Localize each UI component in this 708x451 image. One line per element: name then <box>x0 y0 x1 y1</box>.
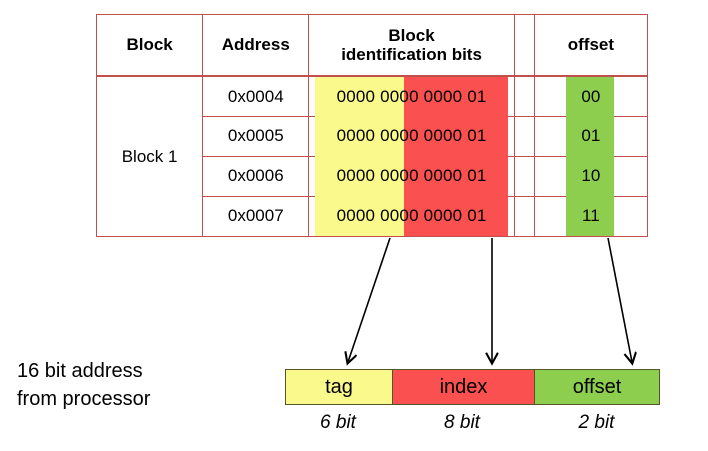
field-segment-tag: tag <box>286 370 392 404</box>
column-header-block: Block <box>95 14 204 77</box>
arrow-to-offset <box>607 237 632 362</box>
block-address-table: Block Address Block identification bits … <box>95 14 649 238</box>
field-segment-index: index <box>392 370 534 404</box>
offset-cell: 01 <box>533 116 649 157</box>
offset-wrapper: 11 <box>535 196 647 237</box>
block-name-cell: Block 1 <box>95 75 204 237</box>
arrow-to-tag <box>348 237 391 362</box>
bits-wrapper: 0000 0000 0000 01 <box>309 76 513 117</box>
bits-cell: 0000 0000 0000 01 <box>308 155 515 197</box>
bits-wrapper: 0000 0000 0000 01 <box>309 196 513 237</box>
column-header-spacer <box>513 14 535 77</box>
spacer-cell <box>513 75 535 117</box>
address-cell: 0x0006 <box>202 155 310 197</box>
table-header-row: Block Address Block identification bits … <box>95 14 649 77</box>
offset-value: 00 <box>581 86 601 106</box>
table-row: 0x0007 0000 0000 0000 01 11 <box>97 195 649 238</box>
table-row: 0x0006 0000 0000 0000 01 10 <box>97 155 649 197</box>
offset-cell: 00 <box>533 75 649 117</box>
offset-wrapper: 01 <box>535 116 647 157</box>
index-highlight-band <box>404 116 508 157</box>
index-highlight-band <box>404 156 508 197</box>
offset-highlight-band <box>565 76 614 117</box>
index-highlight-band <box>404 76 508 117</box>
table-header: Block Address Block identification bits … <box>95 14 649 77</box>
field-segment-offset: offset <box>534 370 659 404</box>
caption-line-2: from processor <box>17 387 151 410</box>
tag-highlight-band <box>315 116 405 157</box>
spacer-cell <box>513 155 535 197</box>
address-cell: 0x0005 <box>202 116 310 157</box>
caption-line-1: 16 bit address <box>17 360 143 382</box>
column-header-address: Address <box>202 14 310 77</box>
offset-wrapper: 10 <box>535 156 647 197</box>
field-bit-width-labels: 6 bit 8 bit 2 bit <box>285 410 660 436</box>
address-field-bar: tag index offset <box>285 369 660 405</box>
column-header-bits-line2: identification bits <box>341 45 482 64</box>
spacer-cell <box>513 116 535 157</box>
offset-cell: 11 <box>533 195 649 238</box>
tag-highlight-band <box>315 76 405 117</box>
bits-value: 0000 0000 0000 01 <box>336 126 487 146</box>
offset-highlight-band <box>565 196 614 237</box>
tag-highlight-band <box>315 156 405 197</box>
address-cell: 0x0007 <box>202 195 310 238</box>
offset-value: 10 <box>581 166 601 186</box>
column-header-block-identification-bits: Block identification bits <box>308 14 515 77</box>
column-header-offset: offset <box>533 14 649 77</box>
offset-wrapper: 00 <box>535 76 647 117</box>
tag-highlight-band <box>315 196 405 237</box>
bits-cell: 0000 0000 0000 01 <box>308 75 515 117</box>
table-row: 0x0005 0000 0000 0000 01 01 <box>97 116 649 157</box>
offset-cell: 10 <box>533 155 649 197</box>
index-highlight-band <box>404 196 508 237</box>
bits-cell: 0000 0000 0000 01 <box>308 116 515 157</box>
bits-value: 0000 0000 0000 01 <box>336 166 487 186</box>
offset-value: 11 <box>582 206 600 226</box>
table-row: Block 1 0x0004 0000 0000 0000 01 00 <box>95 75 649 237</box>
bit-width-offset: 2 bit <box>578 412 615 433</box>
bits-value: 0000 0000 0000 01 <box>336 206 487 226</box>
address-source-caption: 16 bit address from processor <box>17 358 267 413</box>
bit-width-tag: 6 bit <box>320 412 356 433</box>
bits-wrapper: 0000 0000 0000 01 <box>309 156 513 197</box>
offset-value: 01 <box>581 126 601 146</box>
spacer-cell <box>513 195 535 238</box>
bit-width-index: 8 bit <box>444 412 480 433</box>
bits-cell: 0000 0000 0000 01 <box>308 195 515 238</box>
offset-highlight-band <box>565 156 614 197</box>
bits-wrapper: 0000 0000 0000 01 <box>309 116 513 157</box>
table-body: Block 1 0x0004 0000 0000 0000 01 00 0x00… <box>95 75 649 238</box>
address-cell: 0x0004 <box>202 75 310 117</box>
offset-highlight-band <box>565 116 614 157</box>
bits-value: 0000 0000 0000 01 <box>336 86 487 106</box>
column-header-bits-line1: Block <box>388 25 435 45</box>
